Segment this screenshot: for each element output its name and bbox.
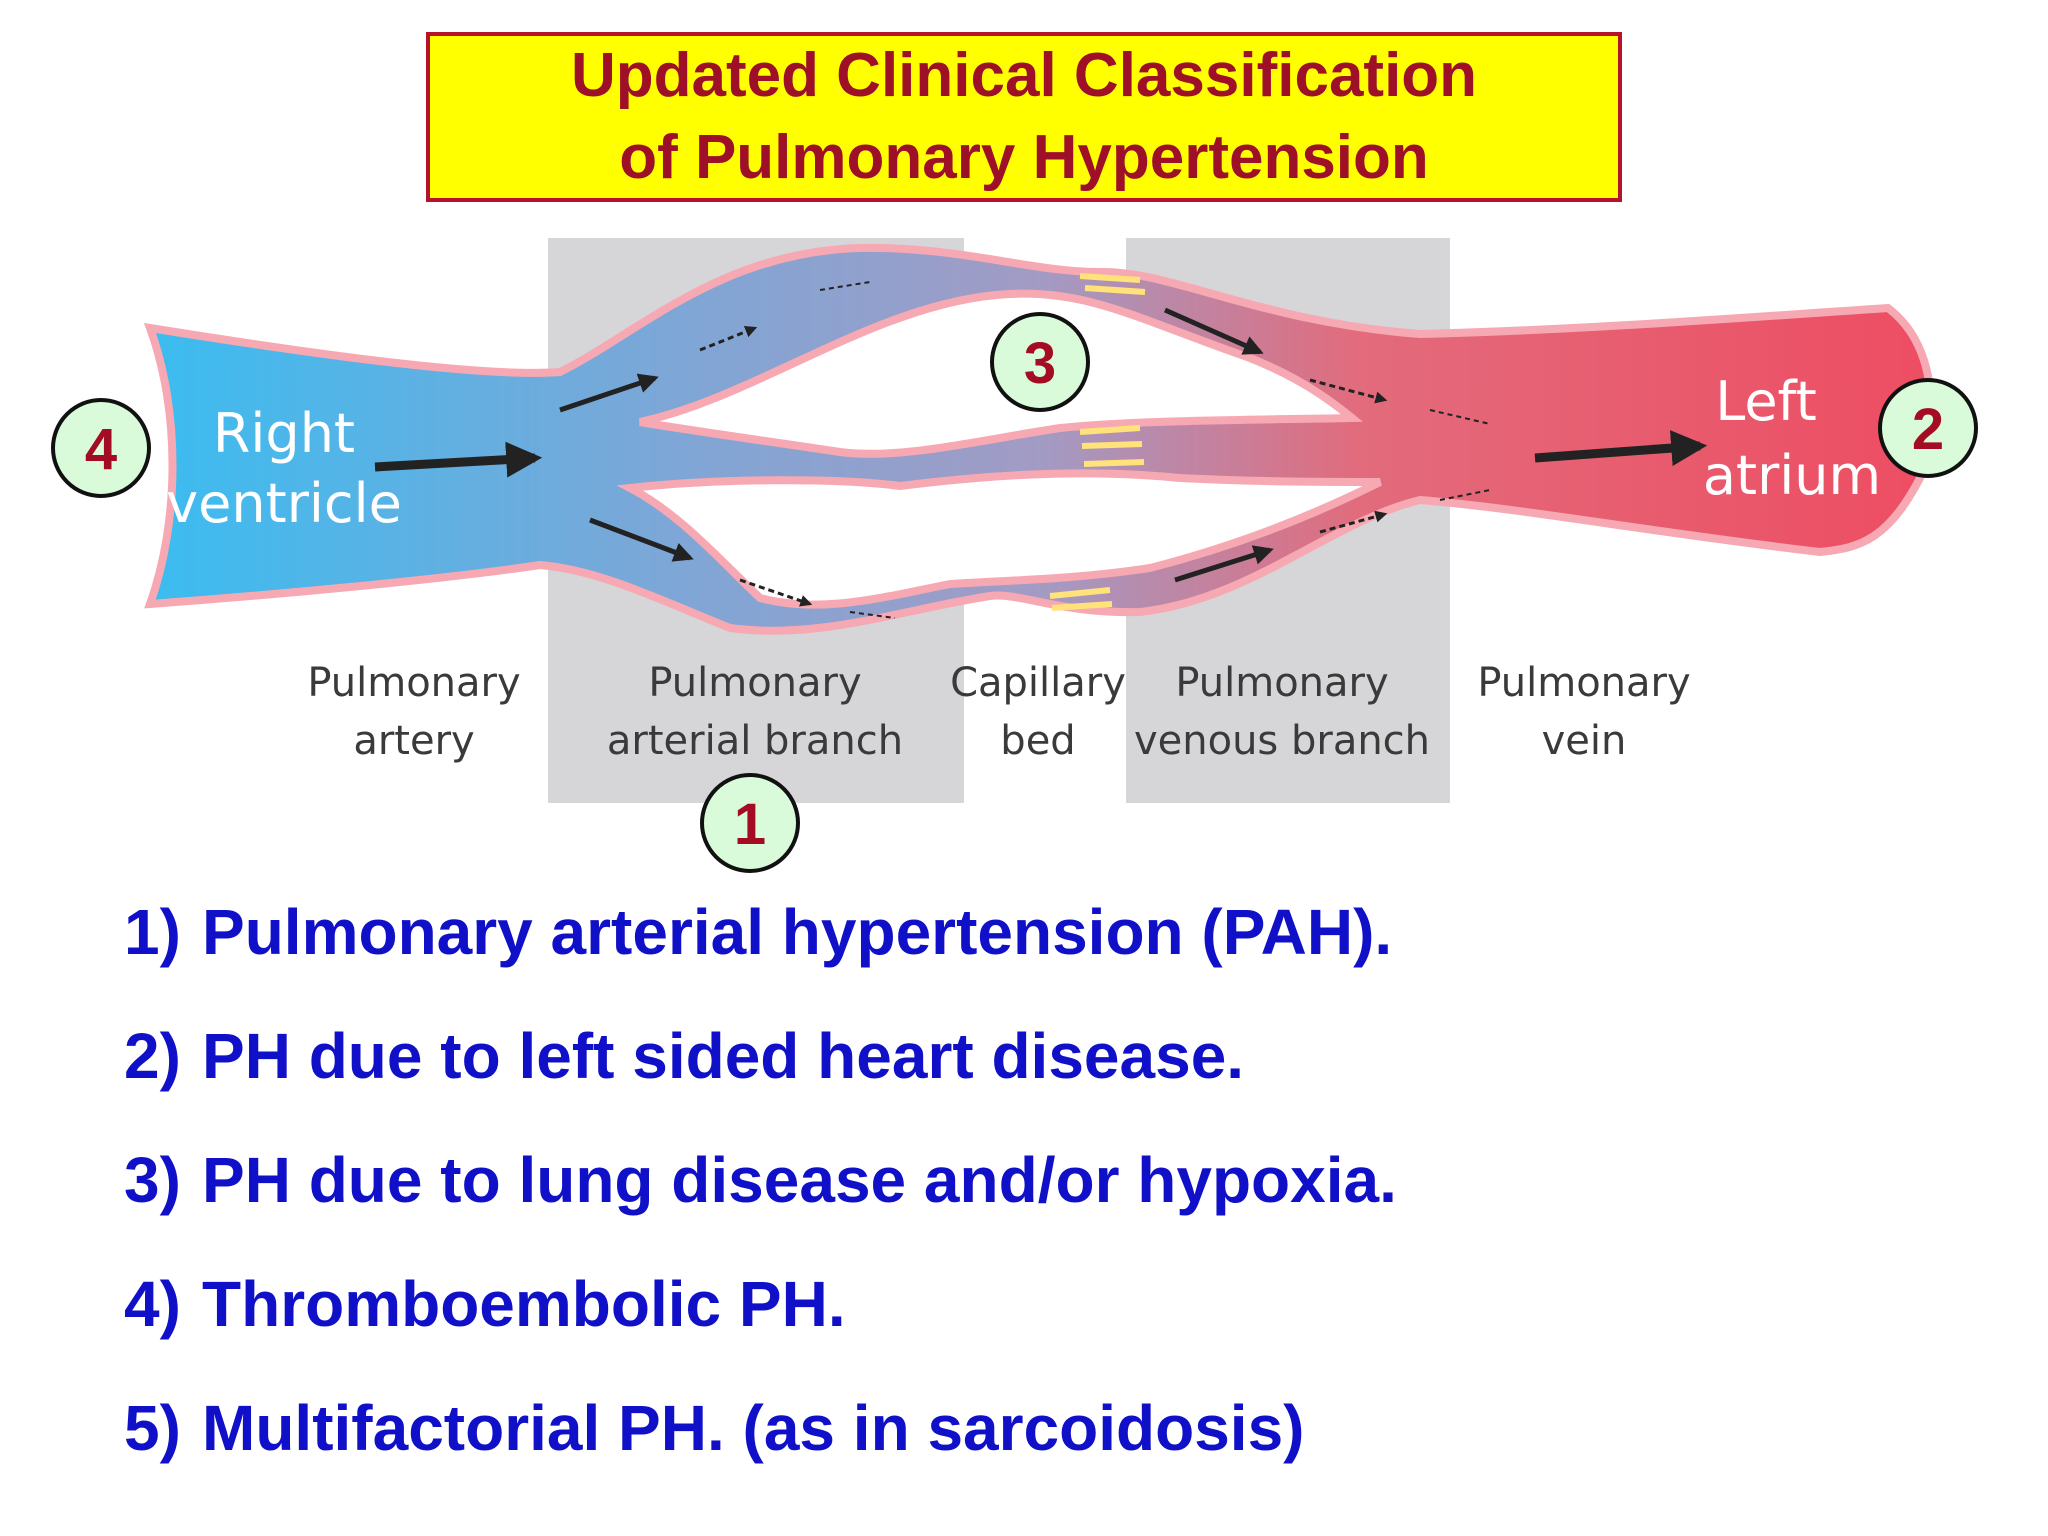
left-atrium-label-1: Left [1715,370,1817,433]
region-pulmonary-artery-2: artery [353,718,474,764]
classification-item: 1) Pulmonary arterial hypertension (PAH)… [124,870,1397,994]
marker-1: 1 [700,773,800,873]
flow-arrow-lower-3 [849,611,896,619]
classification-text: Pulmonary arterial hypertension (PAH). [202,896,1393,968]
title-line-1: Updated Clinical Classification [570,41,1478,110]
region-venous-branch-1: Pulmonary [1175,660,1388,706]
classification-list: 1) Pulmonary arterial hypertension (PAH)… [124,870,1397,1490]
flow-arrow-main-out [1534,430,1708,467]
title-line-2: of Pulmonary Hypertension [619,123,1429,192]
flow-arrows [374,281,1708,619]
right-ventricle-label-2: ventricle [166,472,402,535]
marker-2-circle [1878,378,1978,478]
classification-number: 3) [124,1144,181,1216]
flow-arrow-main-in [374,441,543,478]
marker-2-text: 2 [1912,397,1944,462]
classification-item: 4) Thromboembolic PH. [124,1242,1397,1366]
marker-1-text: 1 [734,792,766,857]
region-venous-branch-2: venous branch [1134,718,1430,764]
region-arterial-branch-1: Pulmonary [648,660,861,706]
capillary-highlight-bottom [1049,587,1113,611]
marker-4: 4 [51,398,151,498]
marker-2: 2 [1878,378,1978,478]
classification-number: 2) [124,1020,181,1092]
region-arterial-branch-2: arterial branch [607,718,903,764]
region-pulmonary-vein-1: Pulmonary [1477,660,1690,706]
left-atrium-label-2: atrium [1703,444,1881,507]
title-box: Updated Clinical Classification of Pulmo… [426,32,1622,202]
vessel-network [143,243,1936,635]
right-ventricle-label-1: Right [213,402,355,465]
marker-4-text: 4 [85,417,117,482]
flow-arrow-vein-upper-1 [1163,307,1264,355]
classification-number: 5) [124,1392,181,1464]
marker-4-circle [51,398,151,498]
region-capillary-bed-1: Capillary [950,660,1126,706]
flow-arrow-vein-upper-2 [1309,378,1388,404]
flow-arrow-vein-lower-2 [1319,510,1388,534]
region-capillary-bed-2: bed [1000,718,1075,764]
vessel-outer [143,243,1936,635]
region-pulmonary-artery-1: Pulmonary [307,660,520,706]
marker-3-text: 3 [1024,331,1056,396]
classification-text: Thromboembolic PH. [202,1268,846,1340]
flow-arrow-vein-lower-1 [1174,545,1274,583]
marker-3-circle [990,312,1090,412]
classification-item: 3) PH due to lung disease and/or hypoxia… [124,1118,1397,1242]
region-pulmonary-vein-2: vein [1542,718,1627,764]
classification-text: PH due to lung disease and/or hypoxia. [202,1144,1397,1216]
classification-text: Multifactorial PH. (as in sarcoidosis) [202,1392,1305,1464]
flow-arrow-lower-1 [589,517,694,562]
classification-item: 5) Multifactorial PH. (as in sarcoidosis… [124,1366,1397,1490]
capillary-highlight-mid [1079,425,1145,467]
flow-arrow-vein-upper-3 [1429,409,1491,425]
classification-number: 1) [124,896,181,968]
classification-number: 4) [124,1268,181,1340]
classification-text: PH due to left sided heart disease. [202,1020,1245,1092]
capillary-highlight-top [1079,273,1146,295]
marker-3: 3 [990,312,1090,412]
classification-item: 2) PH due to left sided heart disease. [124,994,1397,1118]
flow-arrow-upper-1 [559,373,659,413]
marker-1-circle [700,773,800,873]
flow-arrow-lower-2 [739,578,813,607]
